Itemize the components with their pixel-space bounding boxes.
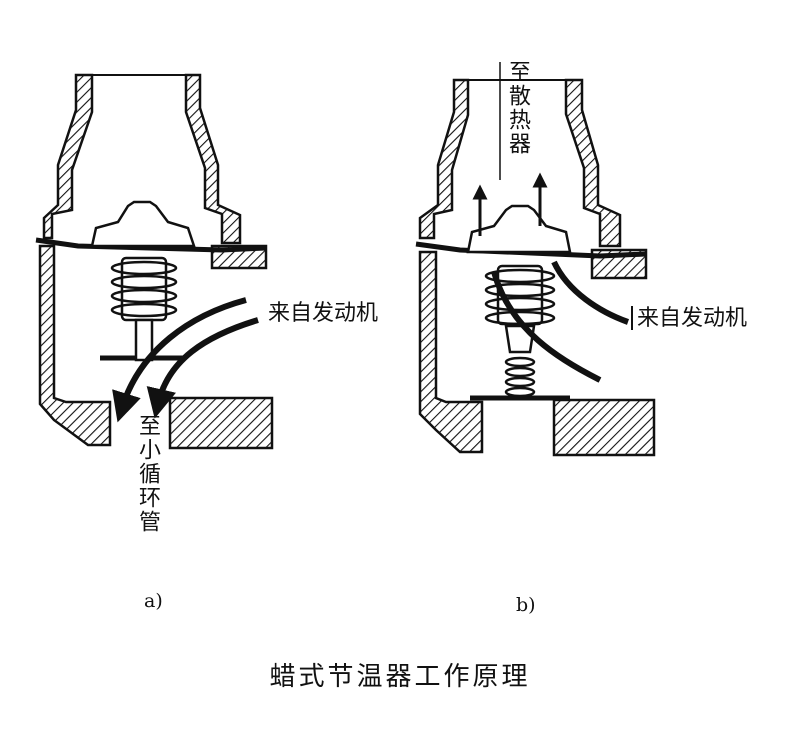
panel-a xyxy=(35,73,274,450)
panel-b-flow-curve-2 xyxy=(551,260,630,325)
panel-b-caption: b) xyxy=(516,594,536,616)
panel-b-housing-right xyxy=(564,78,622,248)
panel-b-flow-curve-1 xyxy=(491,271,602,383)
panel-b-valve-top xyxy=(466,204,572,254)
panel-a-valve-top xyxy=(90,200,196,248)
panel-a-gasket xyxy=(35,237,267,253)
panel-b-lower-spring xyxy=(504,356,536,398)
panel-b xyxy=(415,62,656,457)
panel-a-flow-2 xyxy=(146,317,259,419)
diagram-title: 蜡式节温器工作原理 xyxy=(269,662,531,692)
panel-a-body-left xyxy=(38,244,112,447)
panel-a-body-right xyxy=(168,396,274,450)
panel-a-inlet-label: 来自发动机 xyxy=(268,301,379,326)
panel-a-spring xyxy=(110,260,178,318)
panel-a-housing-left xyxy=(42,73,94,240)
panel-a-housing-right xyxy=(184,73,242,245)
panel-b-body-left xyxy=(418,250,484,454)
panel-b-outlet-label: 至散热器 xyxy=(505,60,530,156)
panel-b-body-right xyxy=(552,398,656,457)
panel-a-flow-1 xyxy=(112,297,247,423)
panel-b-inlet-label: 来自发动机 xyxy=(637,306,748,331)
panel-b-housing-left xyxy=(418,78,470,240)
panel-a-outlet-label: 至小循环管 xyxy=(135,414,160,534)
panel-a-caption: a) xyxy=(144,590,163,612)
